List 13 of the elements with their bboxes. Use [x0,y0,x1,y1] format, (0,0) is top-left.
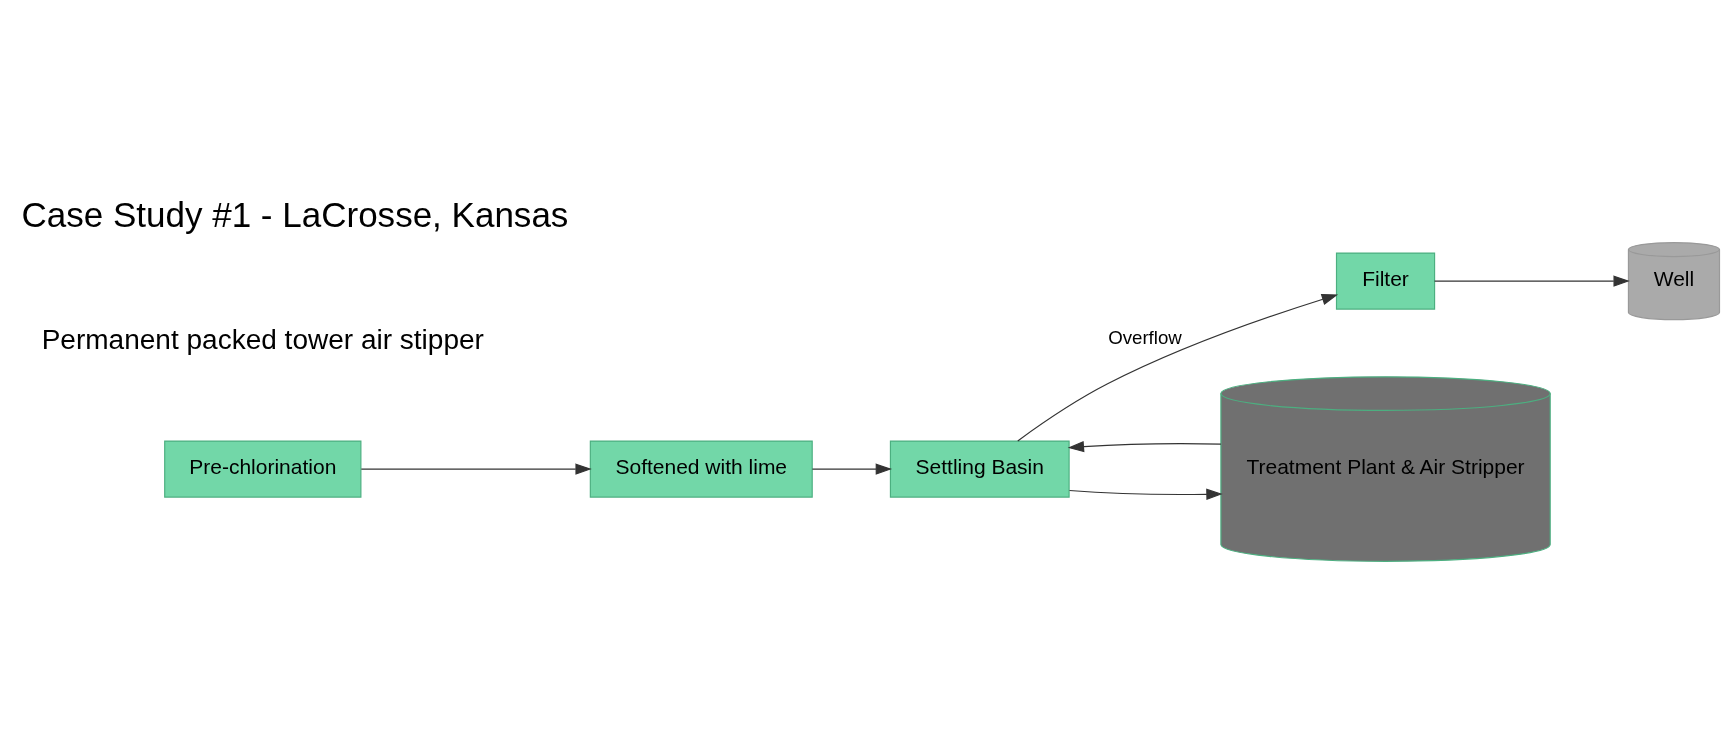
arrow [360,462,592,475]
edge-label: Overflow [1108,326,1182,348]
arrow [1434,274,1630,287]
node-box: Settling Basin [889,439,1070,498]
label: Permanent packed tower air stipper [41,323,484,355]
node-box: Filter [1335,251,1436,310]
node-box: Softened with lime [589,439,813,498]
arrow [1017,293,1339,441]
arrow [811,462,893,475]
node-box: Pre-chlorination [164,439,362,498]
diagram-title: Case Study #1 - LaCrosse, Kansas [21,194,569,234]
arrow [1068,488,1223,500]
arrow [1067,440,1222,452]
